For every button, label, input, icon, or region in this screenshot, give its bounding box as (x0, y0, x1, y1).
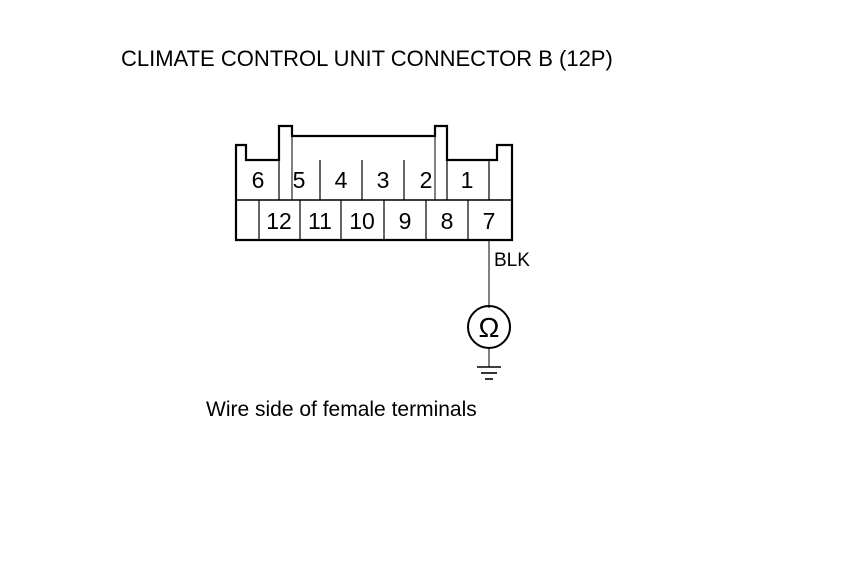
terminal-label: 3 (377, 167, 390, 193)
ground-icon (477, 366, 501, 380)
terminal-label: 4 (335, 167, 348, 193)
terminal-label: 2 (420, 167, 433, 193)
ohm-symbol: Ω (479, 312, 500, 343)
terminal-label: 7 (483, 208, 496, 234)
wire-color-label: BLK (494, 250, 530, 271)
terminal-label: 10 (349, 208, 375, 234)
terminal-label: 11 (308, 208, 332, 234)
diagram-title: CLIMATE CONTROL UNIT CONNECTOR B (12P) (121, 46, 613, 71)
terminal-label: 12 (266, 208, 292, 234)
diagram-caption: Wire side of female terminals (206, 398, 477, 421)
ohmmeter-icon: Ω (467, 305, 511, 349)
terminal-label: 8 (441, 208, 454, 234)
terminal-label: 6 (252, 167, 265, 193)
terminal-label: 5 (293, 167, 306, 193)
terminal-label: 9 (399, 208, 412, 234)
terminal-label: 1 (461, 167, 474, 193)
